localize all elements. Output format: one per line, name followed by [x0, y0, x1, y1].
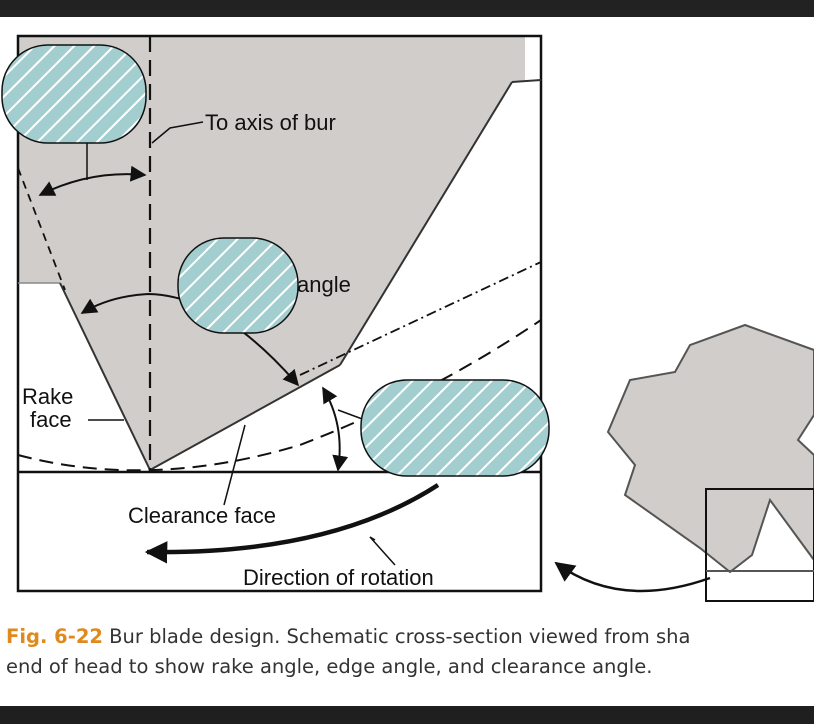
label-angle: angle	[297, 272, 351, 297]
top-dark-band	[0, 0, 814, 17]
label-clearance-face: Clearance face	[128, 503, 276, 528]
bur-cross-section	[606, 323, 814, 574]
label-rake: Rake	[22, 384, 73, 409]
inset-box	[705, 488, 814, 602]
caption-line-2: end of head to show rake angle, edge ang…	[6, 655, 653, 678]
clearance-face-line	[149, 364, 341, 471]
redaction-blob	[360, 379, 550, 477]
figure-caption: Fig. 6-22 Bur blade design. Schematic cr…	[6, 622, 814, 682]
redaction-blob	[177, 237, 299, 334]
label-direction-of-rotation: Direction of rotation	[243, 565, 434, 590]
clearance-angle-arrow	[322, 386, 349, 472]
caption-text-1: Bur blade design. Schematic cross-sectio…	[109, 625, 691, 648]
rotation-arrow	[144, 483, 440, 564]
label-face: face	[30, 407, 72, 432]
caption-line-1: Fig. 6-22 Bur blade design. Schematic cr…	[6, 622, 814, 652]
bur-circle-arc	[17, 319, 542, 472]
diagram-frame	[16, 34, 543, 593]
rake-angle-arrow	[38, 165, 147, 196]
redaction-blob	[1, 44, 147, 144]
bottom-dark-band	[0, 706, 814, 724]
label-to-axis-of-bur: To axis of bur	[205, 110, 336, 135]
edge-angle-arrow	[80, 292, 300, 387]
figure-number: Fig. 6-22	[6, 625, 103, 648]
inset-connector-arrow	[554, 561, 711, 593]
bur-blade-figure: To axis of bur angle Rake face Clearance…	[0, 17, 814, 617]
